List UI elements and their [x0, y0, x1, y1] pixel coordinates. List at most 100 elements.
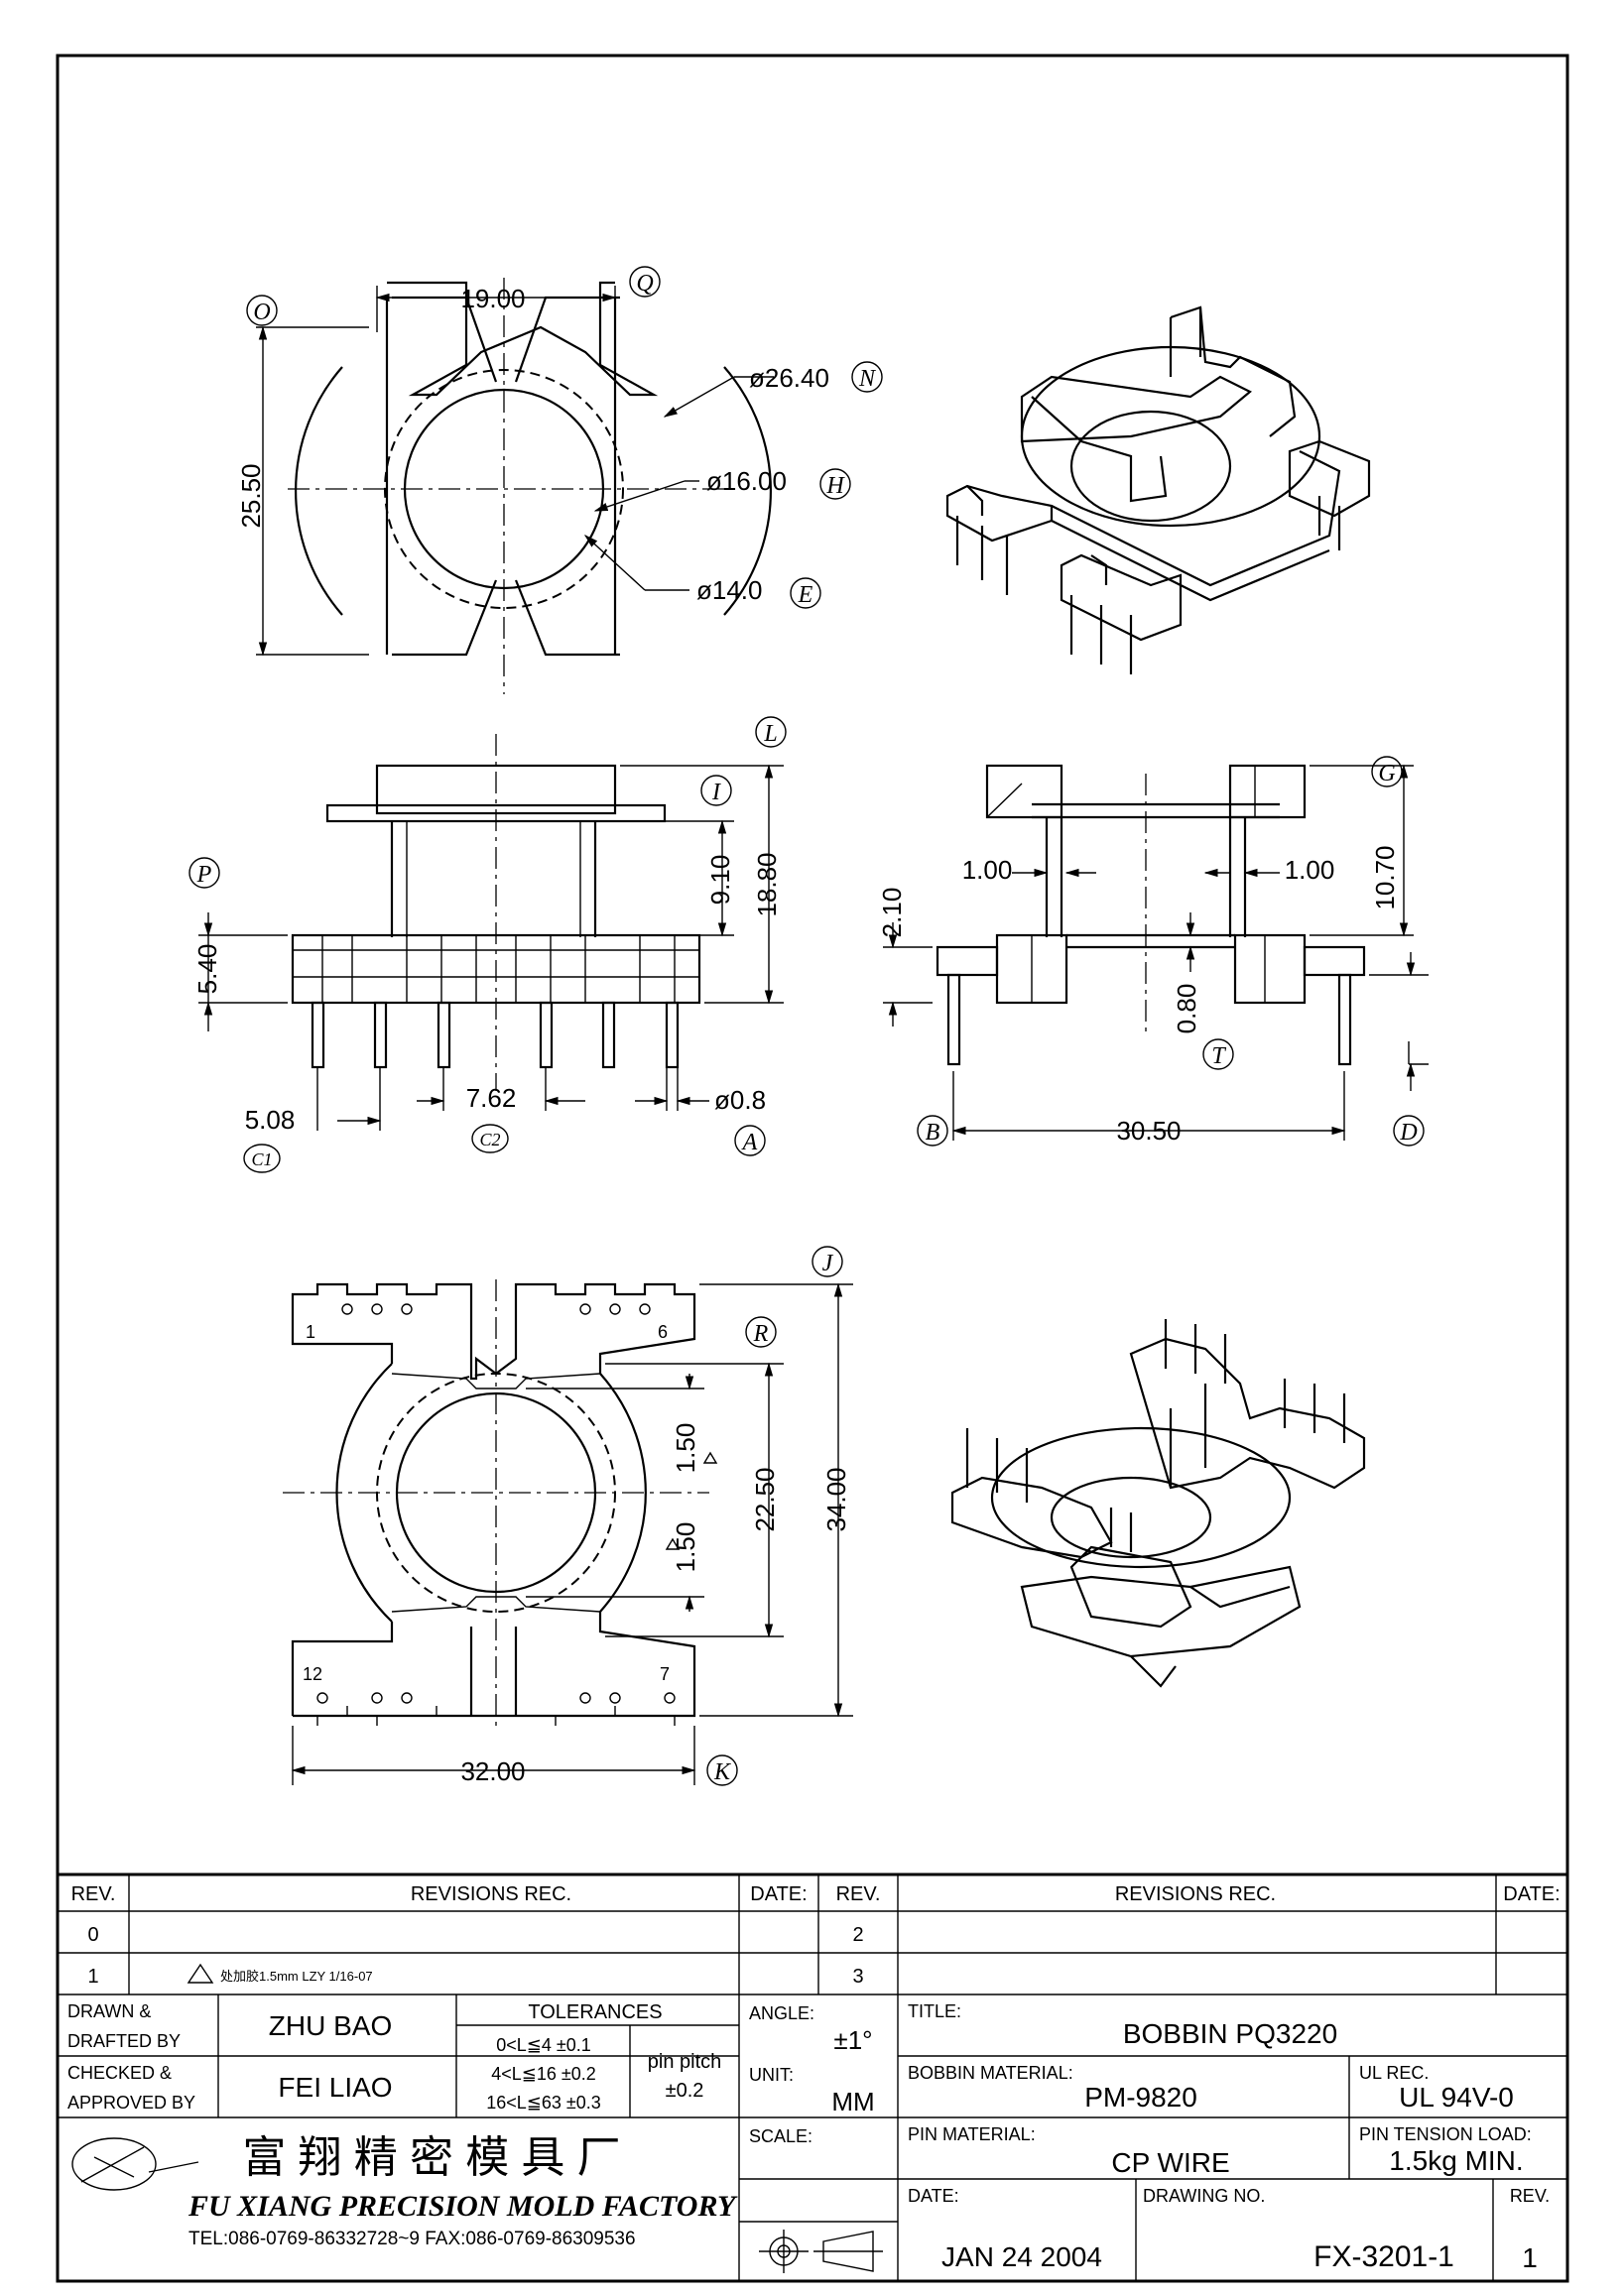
angle-label: ANGLE: — [749, 2003, 814, 2023]
drawing-no-label: DRAWING NO. — [1143, 2186, 1265, 2206]
marker-h: H — [819, 468, 851, 500]
unit-value: MM — [831, 2087, 874, 2116]
dim-pin-pitch: 7.62 — [466, 1083, 517, 1113]
projection-symbol-icon — [759, 2230, 883, 2273]
isometric-view-top — [945, 305, 1371, 674]
dim-flange-thk: 2.10 — [877, 888, 907, 938]
dim-gap: 0.80 — [1172, 984, 1201, 1034]
dim-upper-height: 10.70 — [1370, 845, 1400, 909]
dim-top-height: 25.50 — [236, 463, 266, 528]
svg-text:L: L — [763, 721, 777, 747]
company-contact: TEL:086-0769-86332728~9 FAX:086-0769-863… — [188, 2229, 636, 2249]
dim-bottom-inner: 22.50 — [750, 1467, 780, 1531]
pin-tension: 1.5kg MIN. — [1389, 2145, 1523, 2176]
pin-material-label: PIN MATERIAL: — [908, 2124, 1036, 2144]
marker-c1: C1 — [243, 1144, 281, 1173]
bobbin-material: PM-9820 — [1084, 2082, 1197, 2113]
marker-d: D — [1393, 1115, 1425, 1147]
svg-text:D: D — [1399, 1120, 1417, 1146]
company-name-en: FU XIANG PRECISION MOLD FACTORY — [187, 2190, 738, 2223]
dim-bottom-height: 34.00 — [821, 1467, 851, 1531]
scale-label: SCALE: — [749, 2126, 812, 2146]
rev-1-note: 处加胶1.5mm LZY 1/16-07 — [220, 1969, 373, 1984]
pin-pitch-tol: ±0.2 — [666, 2080, 704, 2102]
marker-r: R — [745, 1316, 777, 1348]
marker-o: O — [246, 295, 278, 326]
title-block: REV. REVISIONS REC. DATE: REV. REVISIONS… — [58, 1873, 1567, 2281]
svg-text:C1: C1 — [251, 1149, 272, 1169]
drawing-no: FX-3201-1 — [1313, 2240, 1454, 2273]
pin-label-12: 12 — [303, 1664, 322, 1684]
pin-label-1: 1 — [306, 1322, 315, 1342]
svg-text:B: B — [926, 1120, 940, 1146]
company-logo — [71, 2137, 199, 2191]
marker-b: B — [917, 1115, 948, 1147]
tol-3: 16<L≦63 ±0.3 — [486, 2093, 601, 2113]
drawn-label: DRAWN &DRAFTED BY — [67, 2001, 181, 2051]
svg-text:R: R — [753, 1321, 769, 1347]
marker-l: L — [755, 716, 787, 748]
ul-label: UL REC. — [1359, 2063, 1429, 2083]
date-header-left: DATE: — [750, 1883, 807, 1905]
rev-triangle-icon — [187, 1963, 214, 1984]
revisions-header-left: REVISIONS REC. — [411, 1883, 571, 1905]
dim-top-width: 19.00 — [460, 284, 525, 313]
dim-total-height: 18.80 — [752, 852, 782, 916]
rev-1: 1 — [87, 1966, 98, 1988]
tolerances-label: TOLERANCES — [528, 2001, 662, 2023]
angle-value: ±1° — [833, 2025, 872, 2055]
dim-wall-right: 1.00 — [1285, 855, 1335, 885]
marker-j: J — [812, 1246, 843, 1277]
marker-n: N — [851, 361, 883, 393]
svg-text:A: A — [741, 1130, 758, 1155]
dim-outer-dia: ø26.40 — [749, 363, 829, 393]
pin-pitch-label: pin pitch — [648, 2051, 722, 2073]
drawn-by: ZHU BAO — [269, 2010, 392, 2041]
marker-a: A — [734, 1125, 766, 1156]
svg-text:J: J — [822, 1251, 834, 1276]
dim-slot-bottom: 1.50 — [671, 1522, 700, 1573]
side-view: 1.00 1.00 10.70 2.10 0.80 30.50 G T B D — [877, 756, 1429, 1147]
svg-text:I: I — [711, 780, 721, 805]
tol-1: 0<L≦4 ±0.1 — [496, 2035, 591, 2055]
company-name-cn: 富 翔 精 密 模 具 厂 — [242, 2133, 620, 2182]
bottom-view: 34.00 22.50 1.50 1.50 32.00 1 6 12 7 J R… — [283, 1246, 853, 1786]
pin-label-7: 7 — [660, 1664, 670, 1684]
date-value: JAN 24 2004 — [941, 2241, 1102, 2272]
isometric-view-bottom — [950, 1319, 1366, 1688]
marker-k: K — [706, 1754, 738, 1786]
dim-bore-dia: ø14.0 — [696, 575, 763, 605]
dim-flange-gap: 9.10 — [705, 855, 735, 906]
checked-by: FEI LIAO — [278, 2072, 392, 2103]
dim-pin-offset: 5.08 — [245, 1105, 296, 1135]
pin-material: CP WIRE — [1111, 2147, 1229, 2178]
dim-slot-top: 1.50 — [671, 1423, 700, 1474]
title-value: BOBBIN PQ3220 — [1123, 2018, 1337, 2049]
tol-2: 4<L≦16 ±0.2 — [491, 2064, 596, 2084]
sheet-border — [56, 54, 1569, 2283]
dim-pin-span: 30.50 — [1116, 1116, 1181, 1146]
front-view: 9.10 18.80 5.40 5.08 7.62 ø0.8 L I P C1 … — [188, 716, 787, 1173]
dim-pin-dia: ø0.8 — [714, 1085, 766, 1115]
dim-base-height: 5.40 — [192, 944, 222, 995]
svg-text:T: T — [1211, 1043, 1226, 1069]
svg-text:C2: C2 — [479, 1130, 500, 1149]
marker-c2: C2 — [471, 1124, 509, 1153]
rev-2: 2 — [852, 1924, 863, 1946]
marker-g: G — [1371, 756, 1403, 787]
svg-text:G: G — [1378, 761, 1395, 786]
marker-q: Q — [629, 266, 661, 298]
pin-tension-label: PIN TENSION LOAD: — [1359, 2124, 1532, 2144]
svg-text:H: H — [825, 473, 845, 499]
marker-e: E — [790, 577, 821, 609]
svg-text:O: O — [253, 300, 270, 325]
svg-text:K: K — [713, 1759, 732, 1785]
svg-text:E: E — [798, 582, 813, 608]
rev-header-right: REV. — [836, 1883, 881, 1905]
svg-text:P: P — [196, 862, 212, 888]
rev-label: REV. — [1510, 2186, 1550, 2206]
pin-label-6: 6 — [658, 1322, 668, 1342]
dim-wall-left: 1.00 — [962, 855, 1013, 885]
bobbin-material-label: BOBBIN MATERIAL: — [908, 2063, 1073, 2083]
